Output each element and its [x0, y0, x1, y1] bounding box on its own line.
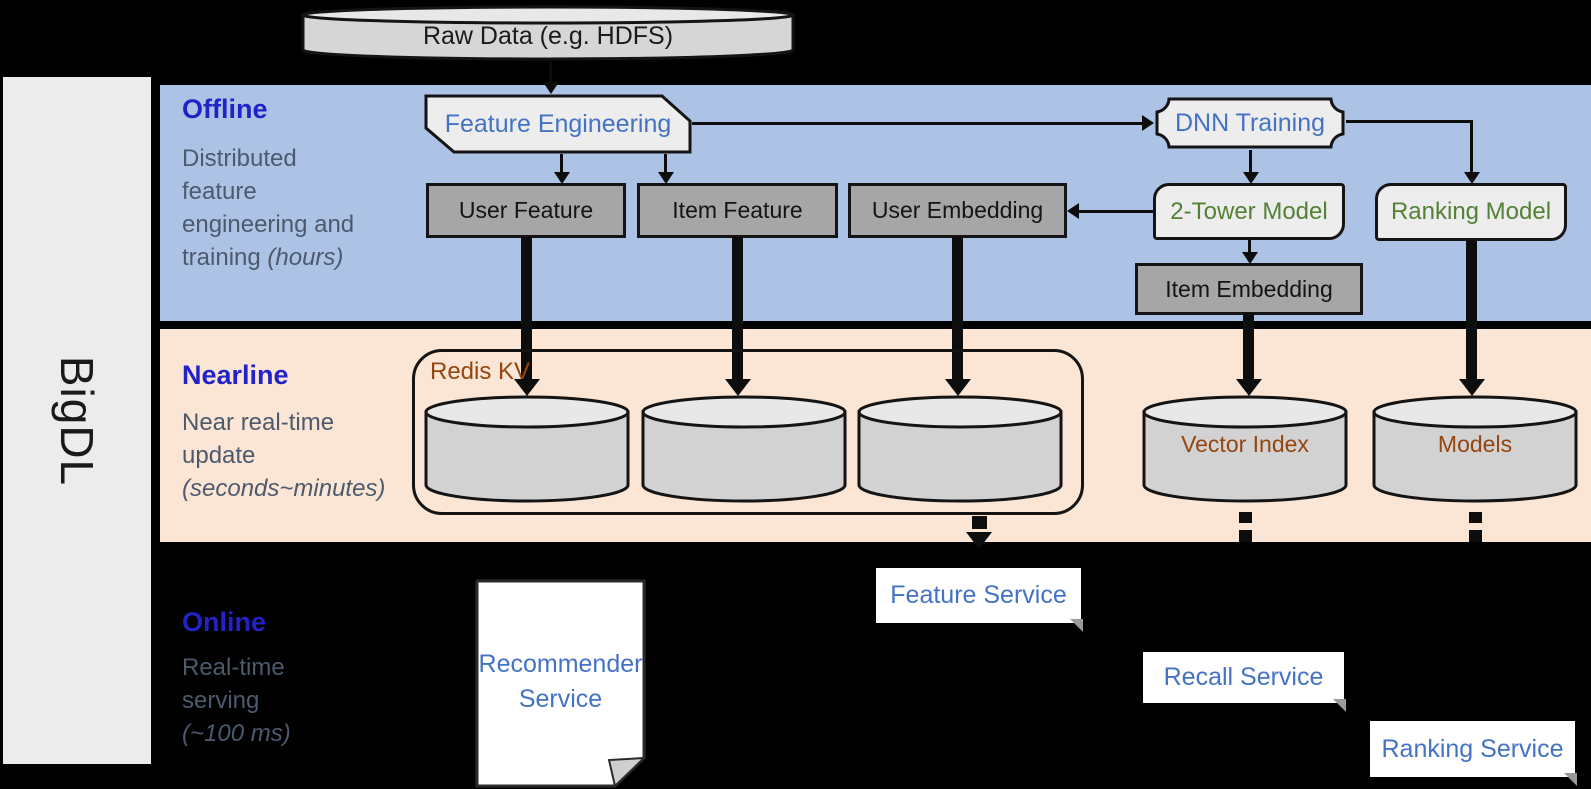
arrowhead-left-icon: [1067, 203, 1079, 219]
pipe-rankingmodel-to-models: [1466, 240, 1477, 380]
feature-engineering-node: Feature Engineering: [424, 94, 692, 154]
arrowhead-down-icon: [1236, 379, 1262, 396]
feature-service-node: Feature Service: [876, 568, 1083, 632]
item-embedding-node: Item Embedding: [1135, 263, 1363, 315]
dashed-link-redis-to-featureservice: [972, 516, 987, 529]
user-embedding-node: User Embedding: [848, 183, 1067, 238]
arrowhead-down-icon: [658, 172, 674, 184]
arrowhead-right-icon: [1142, 115, 1154, 131]
nearline-description: Near real-time update (seconds~minutes): [182, 406, 398, 505]
online-desc-note: (~100 ms): [182, 720, 291, 747]
arrow-dnn-to-twotower: [1249, 150, 1252, 173]
offline-desc-text: Distributed feature engineering and trai…: [182, 145, 355, 271]
folded-corner-icon: [1070, 619, 1083, 632]
database-cylinder-icon: [641, 395, 847, 503]
feature-engineering-label: Feature Engineering: [444, 109, 672, 138]
offline-description: Distributed feature engineering and trai…: [182, 142, 368, 274]
recall-service-node: Recall Service: [1143, 652, 1346, 712]
ranking-service-label: Ranking Service: [1381, 734, 1564, 763]
dnn-training-label: DNN Training: [1174, 108, 1326, 137]
folded-corner-icon: [1564, 773, 1577, 786]
dnn-training-node: DNN Training: [1154, 96, 1346, 150]
online-desc-text: Real-time serving: [182, 654, 285, 714]
arrow-twotower-to-userembedding: [1079, 210, 1153, 213]
arrow-fe-to-userfeature: [560, 154, 563, 173]
pipe-itemfeature-to-redis: [732, 237, 743, 380]
arrow-fe-to-dnntraining: [692, 122, 1144, 125]
vector-index-store: Vector Index: [1141, 393, 1349, 505]
arrow-rawdata-to-featureengineering: [549, 62, 552, 83]
arrow-dnn-to-rankingmodel-vertical: [1470, 120, 1473, 173]
dashed-link-models: [1469, 530, 1482, 542]
redis-kv-container: [412, 349, 1084, 515]
redis-shard-1: [423, 393, 631, 505]
database-cylinder-icon: [1372, 395, 1578, 503]
arrow-twotower-to-itemembedding: [1248, 239, 1251, 254]
redis-shard-3: [856, 393, 1064, 505]
nearline-desc-text: Near real-time update: [182, 409, 335, 469]
models-label: Models: [1437, 431, 1513, 457]
folded-corner-icon: [607, 756, 646, 788]
snip-corner-shape-icon: [424, 94, 692, 154]
offline-title: Offline: [182, 94, 268, 124]
raw-data-store: Raw Data (e.g. HDFS): [300, 4, 796, 62]
dashed-link-models: [1469, 512, 1482, 523]
raw-data-label: Raw Data (e.g. HDFS): [422, 22, 674, 50]
ranking-model-node: Ranking Model: [1375, 183, 1567, 241]
pipe-userembedding-to-redis: [952, 237, 963, 380]
pipe-itemembedding-to-vectorindex: [1243, 313, 1254, 380]
dashed-link-vectorindex: [1239, 530, 1252, 542]
online-description: Real-time serving (~100 ms): [182, 651, 312, 750]
arrowhead-down-icon: [966, 532, 992, 549]
arrowhead-down-icon: [514, 379, 540, 396]
arrowhead-down-icon: [1242, 252, 1258, 264]
document-icon: [475, 579, 646, 788]
offline-desc-note: (hours): [267, 244, 344, 271]
database-cylinder-icon: [424, 395, 630, 503]
models-store: Models: [1371, 393, 1579, 505]
arrow-dnn-to-rankingmodel-horizontal: [1346, 120, 1473, 123]
arrowhead-down-icon: [1459, 379, 1485, 396]
arrowhead-down-icon: [725, 379, 751, 396]
redis-kv-label: Redis KV: [430, 358, 531, 385]
bigdl-sidebar: BigDL: [3, 77, 151, 764]
database-cylinder-icon: [301, 5, 795, 61]
arrowhead-down-icon: [1243, 172, 1259, 184]
plaque-shape-icon: [1155, 97, 1345, 149]
arrowhead-down-icon: [1464, 172, 1480, 184]
bigdl-logo: BigDL: [51, 355, 103, 486]
item-feature-node: Item Feature: [637, 183, 838, 238]
recall-service-label: Recall Service: [1163, 663, 1324, 691]
redis-shard-2: [640, 393, 848, 505]
arrowhead-down-icon: [543, 82, 559, 94]
database-cylinder-icon: [857, 395, 1063, 503]
pipe-userfeature-to-redis: [521, 237, 532, 380]
nearline-desc-note: (seconds~minutes): [182, 475, 386, 502]
folded-corner-icon: [1333, 699, 1346, 712]
user-feature-node: User Feature: [426, 183, 626, 238]
ranking-service-node: Ranking Service: [1370, 721, 1577, 786]
dashed-link-vectorindex: [1239, 512, 1252, 523]
two-tower-model-node: 2-Tower Model: [1153, 183, 1345, 240]
recommender-service-node: Recommender Service: [475, 579, 646, 788]
online-title: Online: [182, 607, 267, 637]
vector-index-label: Vector Index: [1181, 431, 1309, 457]
arrowhead-down-icon: [945, 379, 971, 396]
feature-service-label: Feature Service: [890, 581, 1067, 609]
database-cylinder-icon: [1142, 395, 1348, 503]
arrowhead-down-icon: [554, 172, 570, 184]
arrow-fe-to-itemfeature: [664, 154, 667, 173]
recommender-service-label: Recommender Service: [478, 650, 643, 713]
nearline-title: Nearline: [182, 360, 289, 390]
